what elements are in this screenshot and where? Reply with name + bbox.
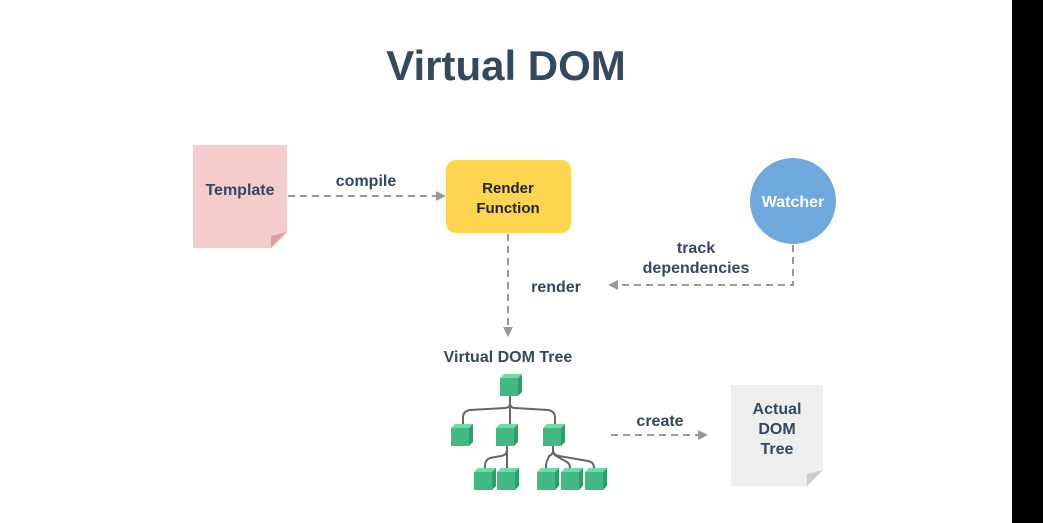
actual-dom-line1: Actual [753,401,802,418]
render-edge: render [503,234,581,337]
tree-cube-level3 [585,468,607,490]
create-label: create [636,413,683,430]
tree-cube-level2 [496,424,518,446]
tree-cube-level2 [451,424,473,446]
render-label: render [531,279,581,296]
tree-cube-level2 [543,424,565,446]
compile-label: compile [336,173,397,190]
tree-cube-level3 [497,468,519,490]
diagram-title: Virtual DOM [386,42,626,89]
diagram-svg: Template compile Render Function Watcher… [193,145,836,490]
actual-dom-tree-node: Actual DOM Tree [731,385,823,486]
virtual-dom-tree-node: Virtual DOM Tree [444,349,607,490]
tree-cube-level3 [474,468,496,490]
render-function-node: Render Function [446,160,571,233]
create-edge: create [611,413,708,440]
watcher-node: Watcher [750,158,836,244]
tree-cube-root [500,374,522,396]
render-function-line2: Function [476,200,539,217]
track-label-line1: track [677,240,715,257]
render-function-line1: Render [482,180,534,197]
virtual-dom-tree-label: Virtual DOM Tree [444,349,573,366]
template-label: Template [205,182,274,199]
tree-cube-level3 [537,468,559,490]
actual-dom-line2: DOM [758,421,795,438]
template-node: Template [193,145,287,248]
diagram-canvas: Virtual DOM Template compile Rend [0,0,1012,523]
track-dependencies-edge: track dependencies [608,240,794,290]
tree-cube-level3 [561,468,583,490]
actual-dom-line3: Tree [761,441,794,458]
compile-edge: compile [288,173,446,201]
track-label-line2: dependencies [643,260,750,277]
watcher-label: Watcher [762,194,825,211]
tree-connectors [462,396,595,470]
